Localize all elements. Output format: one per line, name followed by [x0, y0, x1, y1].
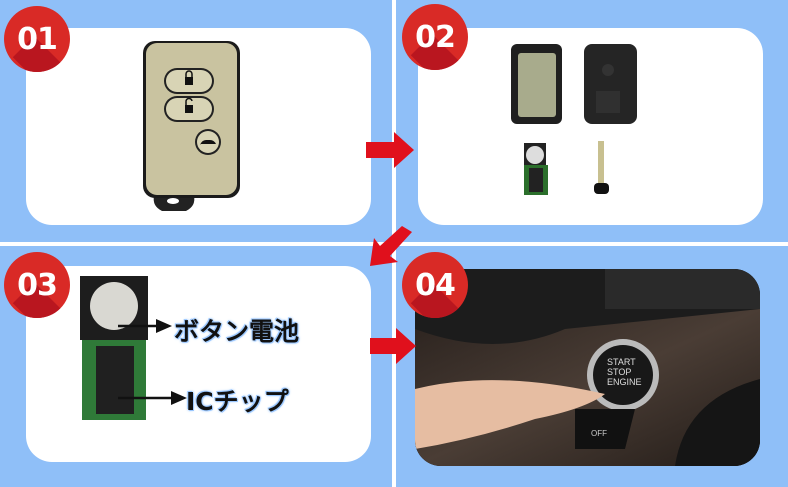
smart-key-fob-image	[143, 41, 240, 211]
arrow-right-icon	[366, 132, 414, 168]
circuit-board-image	[80, 276, 187, 420]
arrow-right-icon-2	[370, 328, 416, 364]
start-stop-text: START STOP ENGINE	[607, 357, 642, 387]
step-4-panel: START STOP ENGINE OFF 04	[396, 246, 788, 487]
step-3-card: ボタン電池 ICチップ	[26, 266, 371, 462]
step-2-panel: 02	[396, 0, 788, 242]
step-4-badge: 04	[402, 252, 468, 318]
start-stop-button-image	[415, 269, 760, 466]
step-1-card	[26, 28, 371, 225]
disassembled-key-image	[511, 44, 637, 195]
step-4-card: START STOP ENGINE OFF	[415, 269, 760, 466]
arrow-down-left-icon	[370, 226, 412, 266]
step-3-panel: ボタン電池 ICチップ 03	[0, 246, 392, 487]
step-3-badge: 03	[4, 252, 70, 318]
step-2-badge: 02	[402, 4, 468, 70]
step-1-badge: 01	[4, 6, 70, 72]
step-1-panel: 01	[0, 0, 392, 242]
ic-chip-label: ICチップ	[186, 387, 289, 416]
off-label: OFF	[591, 429, 607, 438]
battery-label: ボタン電池	[174, 317, 300, 346]
step-2-card	[418, 28, 763, 225]
